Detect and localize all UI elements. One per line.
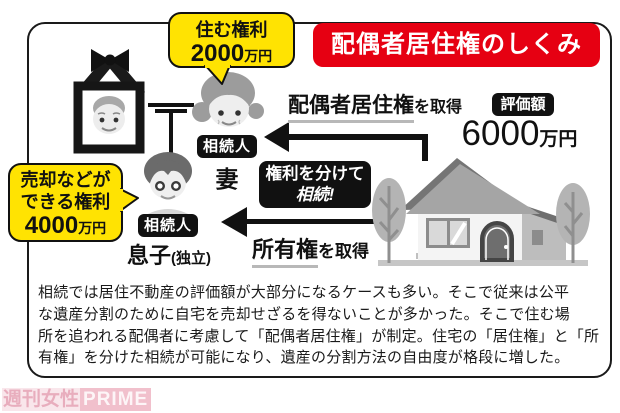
bubble-left-unit: 万円 [78,220,107,236]
ownership-right-suffix: を取得 [318,242,370,261]
memorial-photo-illustration [73,49,145,154]
house-illustration [372,158,590,266]
family-tree-connector [148,103,194,107]
bubble-top-amount: 2000万円 [191,41,273,67]
bubble-left-number: 4000 [24,212,79,239]
bubble-top-tail [204,65,231,85]
description-line: 有権」を分けた相続が可能になり、遺産の分割方法の自由度が格段に増した。 [38,349,570,367]
residence-right-term: 配偶者居住権 [288,89,414,123]
arrow-shaft [246,219,402,224]
wife-heir-badge: 相続人 [197,135,257,158]
bubble-top-unit: 万円 [244,48,273,64]
valuation-amount: 6000万円 [452,114,587,154]
valuation-unit: 万円 [539,129,578,150]
watermark-part1: 週刊女性 [2,388,81,411]
son-heir-badge: 相続人 [138,214,198,237]
ownership-value-bubble: 売却などが できる権利 4000万円 [8,163,123,242]
description-line: 所を追われる配偶者に考慮して「配偶者居住権」が制定。住宅の「居住権」と「所 [38,327,600,345]
split-line2: 相続! [295,186,335,204]
wife-label: 妻 [215,166,239,192]
split-rights-box: 権利を分けて 相続! [259,161,371,208]
left-arrow-icon [264,122,289,152]
split-line1: 権利を分けて [265,165,365,183]
family-tree-connector [169,109,173,156]
page-title: 配偶者居住権のしくみ [313,23,600,67]
son-label: 息子(独立) [108,238,230,270]
residence-value-bubble: 住む権利 2000万円 [168,12,295,68]
description-text: 相続では居住不動産の評価額が大部分になるケースも多い。そこで従来は公平 な遺産分… [38,282,600,369]
ownership-right-term: 所有権 [252,232,319,268]
bubble-top-number: 2000 [190,40,245,67]
son-name: 息子 [126,243,171,268]
son-note: (独立) [171,250,211,267]
watermark-part2: PRIME [80,388,152,411]
arrow-shaft [422,134,428,161]
ownership-right-label: 所有権を取得 [252,232,369,268]
son-illustration [141,152,195,218]
bubble-left-line2: できる権利 [20,192,111,212]
bubble-left-amount: 4000万円 [25,213,107,239]
arrow-shaft [287,134,428,140]
residence-right-label: 配偶者居住権を取得 [288,89,462,123]
bubble-top-line1: 住む権利 [195,20,268,40]
residence-right-suffix: を取得 [414,99,463,116]
bubble-left-tail [120,188,139,212]
description-line: 相続では居住不動産の評価額が大部分になるケースも多い。そこで従来は公平 [38,284,570,301]
valuation-badge: 評価額 [492,93,554,116]
bubble-left-line1: 売却などが [20,170,111,190]
valuation-number: 6000 [461,114,540,153]
left-arrow-icon [221,207,247,237]
description-line: な遺産分割のために自宅を売却せざるを得ないことが多かった。そこで住む場 [38,305,571,323]
